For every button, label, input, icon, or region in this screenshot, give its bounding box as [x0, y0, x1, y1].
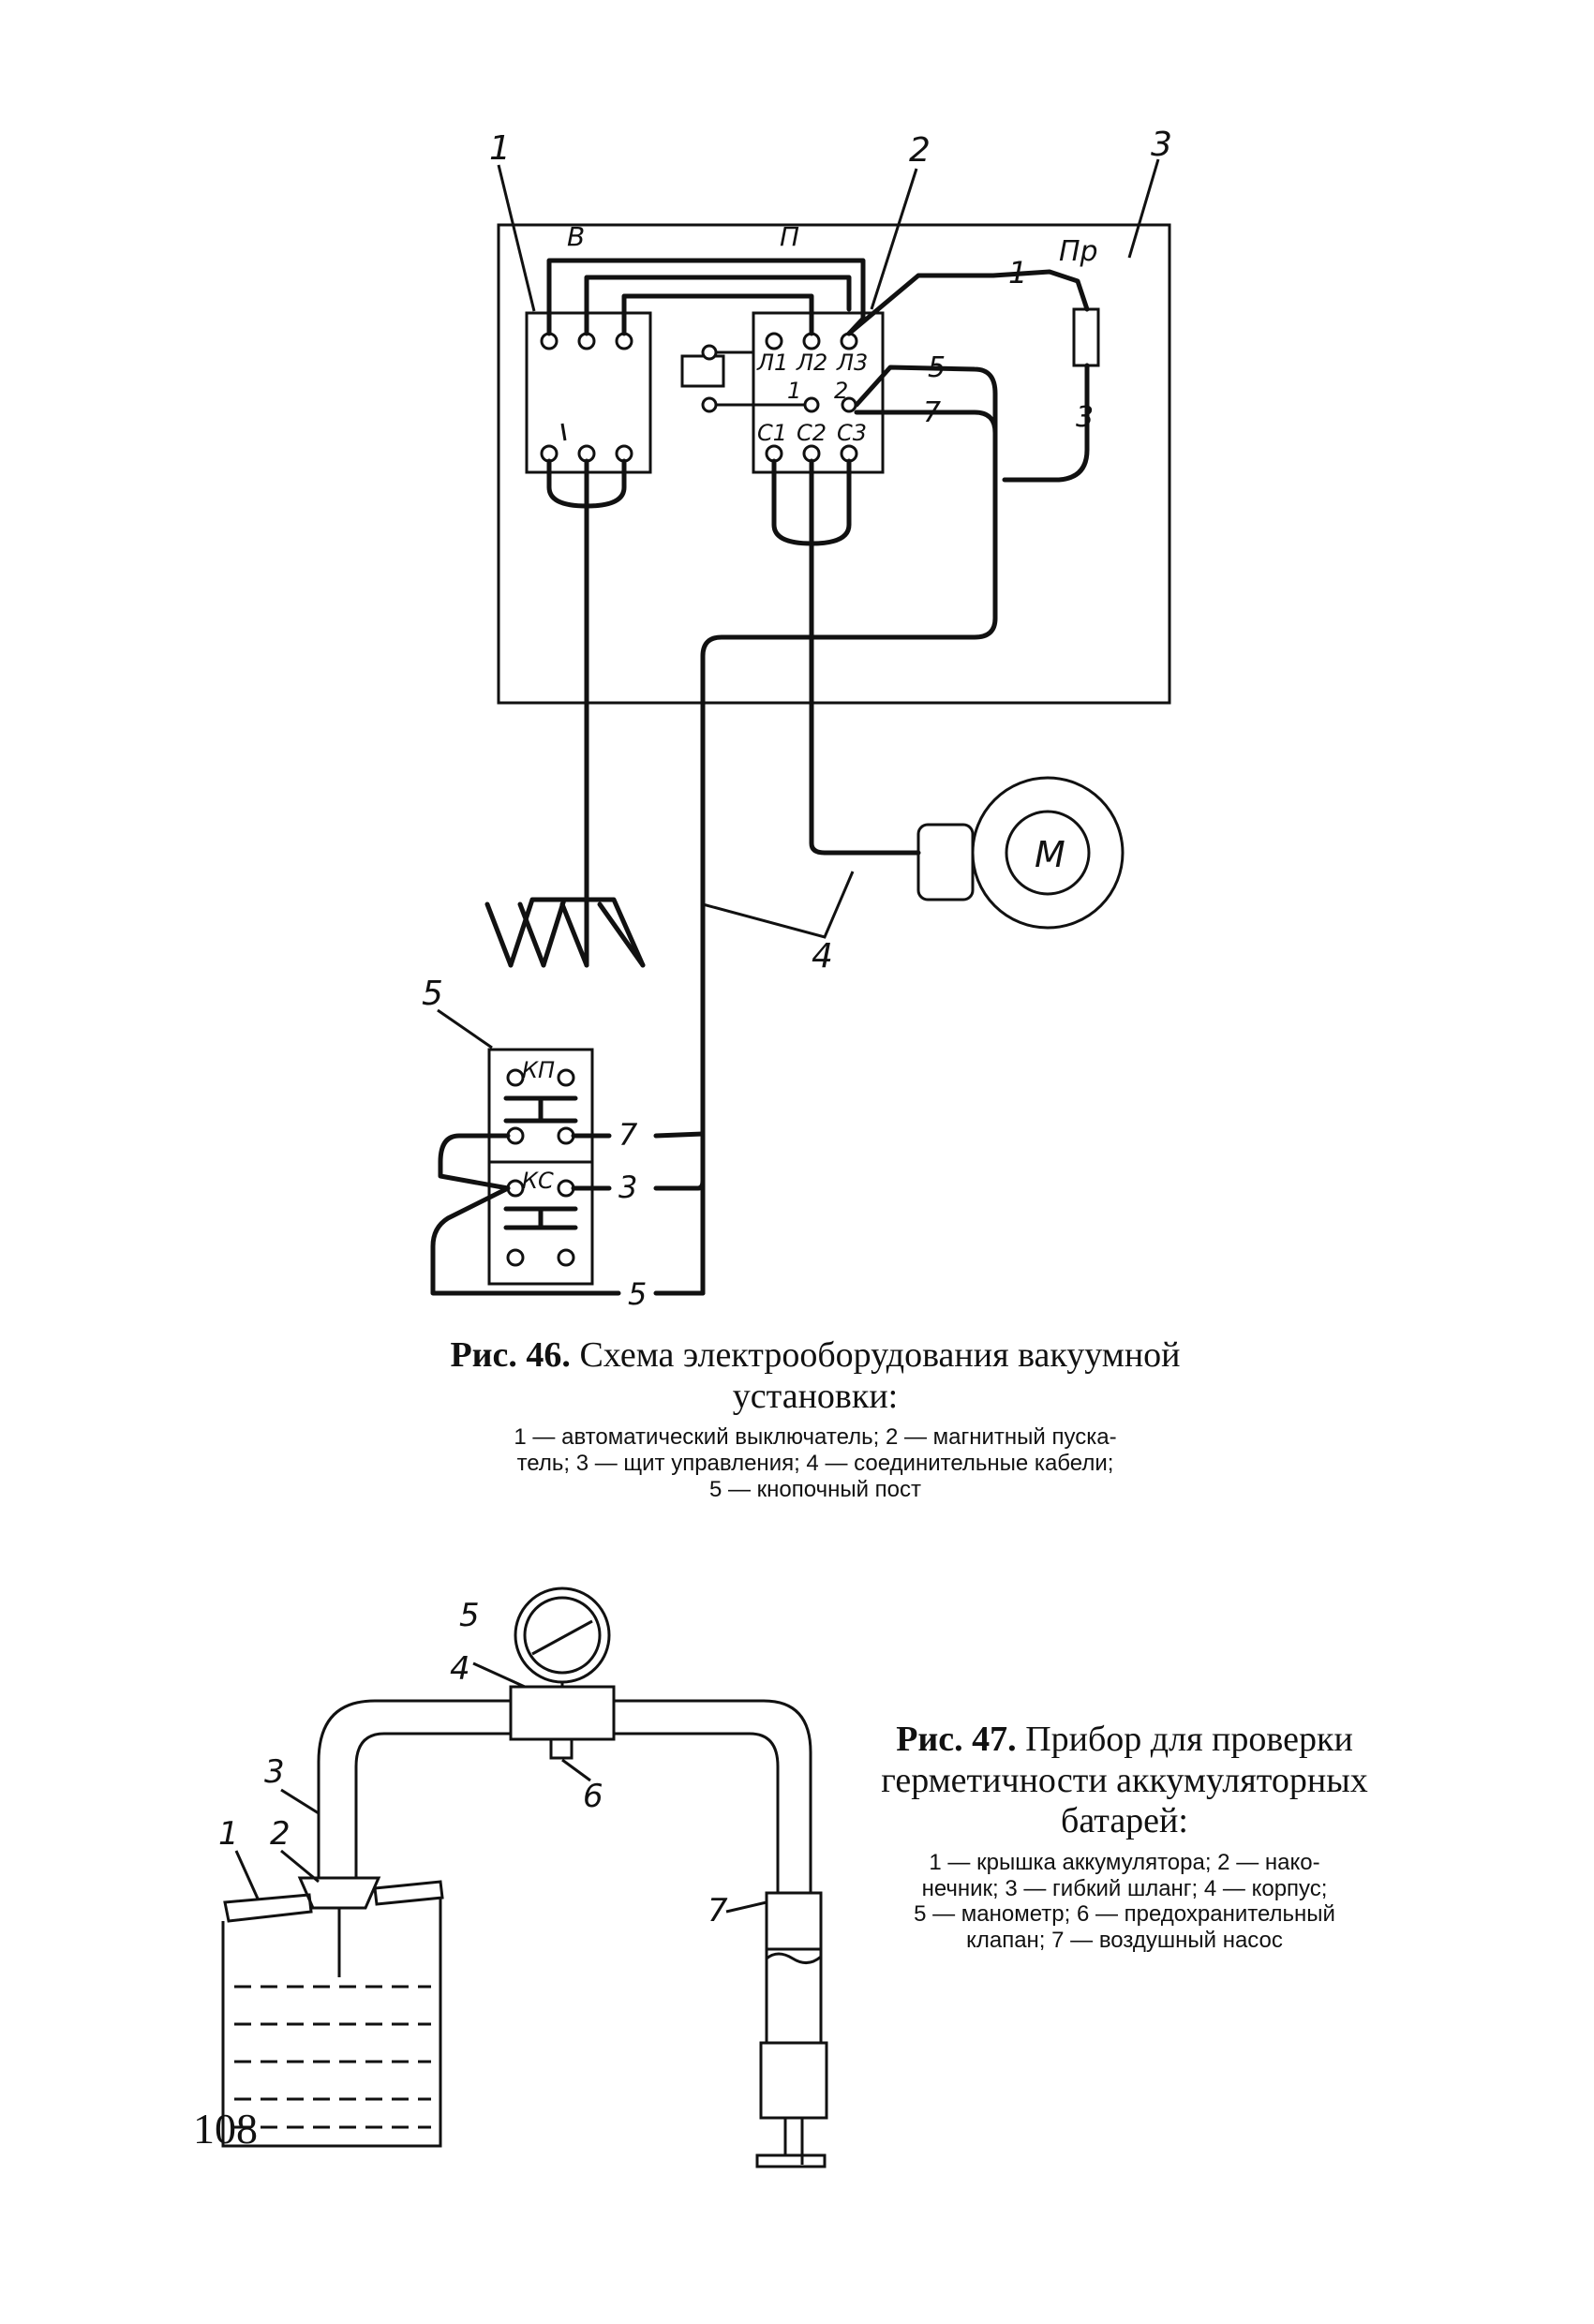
figure-47-title-line1: Прибор для проверки: [1025, 1720, 1353, 1759]
terminal-c3: С3: [837, 420, 867, 446]
callout-2: 2: [909, 131, 931, 170]
callout-1: 1: [489, 129, 511, 168]
fig47-callout-4: 4: [450, 1650, 470, 1688]
post-wire-label-3: 3: [618, 1169, 637, 1205]
figure-46-caption: Рис. 46. Схема электрооборудования вакуу…: [394, 1335, 1237, 1502]
fig47-callout-7: 7: [708, 1892, 728, 1929]
nozzle: [297, 1876, 381, 1910]
figure-47-number: Рис. 47.: [896, 1720, 1017, 1759]
fig47-callout-6: 6: [583, 1778, 603, 1815]
magnetic-starter-box: [752, 311, 885, 474]
terminal-c2: С2: [797, 420, 827, 446]
post-wire-label-5: 5: [628, 1276, 647, 1312]
terminal-l1: Л1: [756, 350, 788, 376]
safety-valve: [549, 1737, 574, 1760]
motor-inner: [1005, 810, 1091, 896]
motor-outer: [971, 776, 1125, 930]
figure-46-title-line1: Схема электрооборудования вакуумной: [579, 1335, 1181, 1375]
figure-46-title-line2: установки:: [732, 1376, 899, 1416]
button-kp-label: КП: [522, 1057, 555, 1083]
wire-label-3: 3: [1076, 401, 1094, 434]
terminal-l2: Л2: [796, 350, 827, 376]
fig47-callout-5: 5: [459, 1597, 480, 1634]
flexible-hose: [317, 1699, 511, 1878]
figure-46-number: Рис. 46.: [450, 1335, 571, 1375]
page-number: 108: [193, 2105, 258, 2153]
air-pump: [765, 1891, 823, 1951]
figure-47-title-line3: батарей:: [1061, 1801, 1188, 1841]
button-post-box: [487, 1048, 594, 1286]
pressure-gauge: [514, 1587, 611, 1684]
button-ks-label: КС: [522, 1168, 554, 1194]
fig47-callout-2: 2: [270, 1815, 290, 1853]
callout-3: 3: [1151, 126, 1172, 164]
wire-label-1: 1: [1008, 255, 1027, 290]
terminal-c1: С1: [757, 420, 787, 446]
bus-label-v: В: [567, 221, 585, 252]
bus-label-p: П: [780, 221, 799, 252]
figure-46-legend-line2: тель; 3 — щит управления; 4 — соединител…: [516, 1450, 1114, 1476]
terminal-l3: Л3: [836, 350, 868, 376]
motor-label: М: [1035, 834, 1065, 875]
figure-47-legend-line1: 1 — крышка аккумулятора; 2 — нако-: [929, 1850, 1320, 1876]
figure-46-legend-line1: 1 — автоматический выключатель; 2 — магн…: [514, 1424, 1117, 1451]
tester-body: [509, 1685, 616, 1741]
contact-label-2: 2: [834, 378, 848, 404]
post-wire-label-7: 7: [618, 1117, 638, 1153]
battery-cover: [223, 1893, 313, 1923]
figure-47-legend-line2: нечник; 3 — гибкий шланг; 4 — корпус;: [921, 1875, 1328, 1901]
figure-46-legend-line3: 5 — кнопочный пост: [708, 1476, 922, 1502]
figure-47-legend-line3: 5 — манометр; 6 — предохранительный: [914, 1901, 1335, 1928]
callout-4: 4: [812, 937, 833, 976]
callout-5: 5: [422, 975, 443, 1013]
battery-body: [221, 1898, 442, 2148]
fig47-callout-1: 1: [218, 1815, 239, 1853]
figure-47-caption: Рис. 47. Прибор для проверки герметичнос…: [839, 1720, 1410, 1953]
control-panel-box: [497, 223, 1171, 705]
fuse-label: Пр: [1059, 235, 1098, 268]
fig47-callout-3: 3: [264, 1753, 285, 1791]
figure-47-title-line2: герметичности аккумуляторных: [881, 1760, 1368, 1800]
wire-label-5: 5: [928, 351, 946, 384]
figure-47-legend-line4: клапан; 7 — воздушный насос: [966, 1927, 1283, 1953]
contact-label-1: 1: [787, 378, 801, 404]
wire-label-7: 7: [923, 396, 941, 429]
